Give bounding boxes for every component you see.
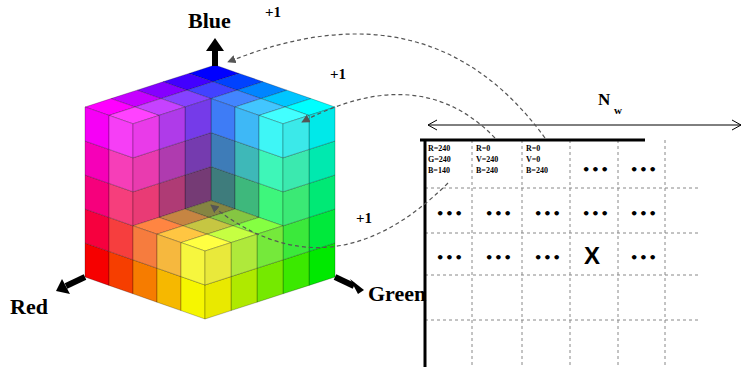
grid-border [420, 139, 645, 142]
axis-label: Blue [188, 8, 231, 34]
rgb-cube [85, 65, 335, 319]
increment-arrows [211, 34, 545, 248]
cube-cell [133, 226, 157, 268]
pixel-value: B=240 [476, 166, 498, 175]
cube-cell [181, 243, 205, 285]
pixel-value: V=240 [476, 155, 498, 164]
cube-cell [205, 243, 231, 285]
cube-cell [133, 115, 159, 157]
ellipsis: ••• [534, 206, 562, 221]
pixel-value: B=140 [428, 166, 450, 175]
cube-cell [309, 107, 335, 149]
cube-cell [159, 107, 185, 149]
axis-label: Green [368, 281, 426, 307]
ellipsis: ••• [534, 250, 562, 265]
arrowhead [206, 38, 224, 51]
red-axis [66, 277, 85, 286]
cube-cell [157, 234, 181, 276]
current-pixel: X [584, 242, 600, 270]
arrowhead [350, 279, 364, 294]
pixel-grid [425, 140, 700, 367]
ellipsis: ••• [436, 206, 464, 221]
pixel-value: R=240 [428, 144, 450, 153]
arrowhead [56, 279, 70, 294]
green-axis [335, 277, 354, 286]
width-label: N [598, 90, 610, 110]
ellipsis: ••• [485, 250, 513, 265]
pixel-value: R=0 [476, 144, 490, 153]
ellipsis: ••• [582, 162, 610, 177]
increment-arrow [211, 183, 448, 248]
pixel-value: G=240 [428, 155, 451, 164]
increment-label: +1 [356, 210, 372, 227]
ellipsis: ••• [436, 250, 464, 265]
ellipsis: ••• [485, 206, 513, 221]
cube-cell [257, 226, 283, 268]
cube-cell [235, 107, 259, 149]
ellipsis: ••• [582, 206, 610, 221]
pixel-value: R=0 [526, 144, 540, 153]
cube-cell [211, 99, 235, 141]
axis-label: Red [10, 294, 48, 320]
cube-cell [259, 115, 283, 157]
width-subscript: w [614, 104, 622, 116]
axis-arrows [56, 38, 364, 294]
cube-cell [109, 115, 133, 157]
increment-arrow [302, 95, 495, 138]
pixel-value: V=0 [526, 155, 540, 164]
ellipsis: ••• [630, 162, 658, 177]
width-arrow [428, 120, 741, 130]
cube-cell [231, 234, 257, 276]
grid-border [424, 139, 427, 367]
blue-axis [212, 50, 218, 66]
increment-label: +1 [330, 66, 346, 83]
ellipsis: ••• [630, 250, 658, 265]
cube-cell [283, 115, 309, 157]
increment-label: +1 [265, 4, 281, 21]
increment-arrow [228, 34, 545, 138]
cube-cell [185, 99, 211, 141]
cube-cell [85, 107, 109, 149]
ellipsis: ••• [630, 206, 658, 221]
pixel-value: B=240 [526, 166, 548, 175]
